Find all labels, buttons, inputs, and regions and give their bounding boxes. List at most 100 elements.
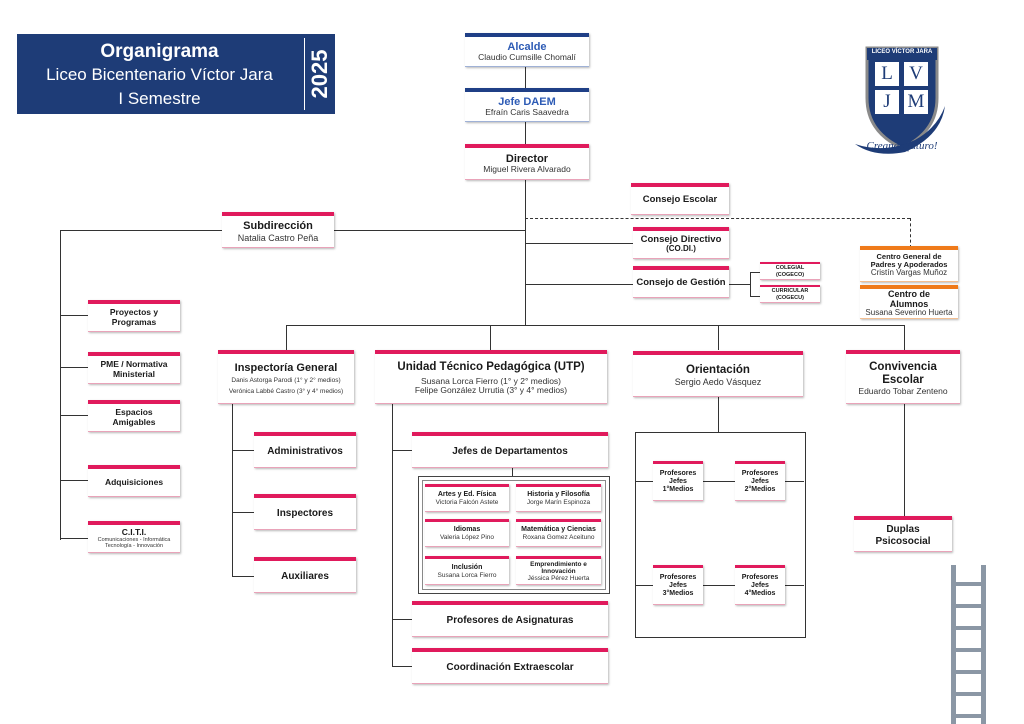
- pj-3[interactable]: Profesores Jefes 3°Medios: [653, 565, 703, 605]
- node-title: Alcalde: [507, 40, 547, 53]
- school-logo: LICEO VÍCTOR JARA L V J M Creando futuro…: [845, 40, 975, 160]
- school-name: Liceo Bicentenario Víctor Jara: [46, 65, 273, 84]
- node-title: CURRICULAR: [771, 288, 809, 295]
- pj-1[interactable]: Profesores Jefes 1°Medios: [653, 461, 703, 501]
- node-jefes-depto[interactable]: Jefes de Departamentos: [412, 432, 608, 468]
- line-pj-1-2: [703, 481, 735, 482]
- node-cogecu[interactable]: CURRICULAR (COGECU): [760, 285, 820, 303]
- node-title: Centro General de Padres y Apoderados: [870, 251, 948, 270]
- dept-inclusion[interactable]: Inclusión Susana Lorca Fierro: [425, 556, 509, 585]
- node-pme[interactable]: PME / Normativa Ministerial: [88, 352, 180, 384]
- node-consejo-escolar[interactable]: Consejo Escolar: [631, 183, 729, 215]
- node-person-1: Danis Astorga Parodi (1° y 2° medios): [231, 377, 341, 385]
- node-person: Cristín Vargas Muñoz: [870, 268, 948, 278]
- dash-consejo-v: [910, 218, 911, 248]
- node-subdireccion[interactable]: Subdirección Natalia Castro Peña: [222, 212, 334, 248]
- line-pj-left: [635, 481, 653, 482]
- node-utp[interactable]: Unidad Técnico Pedagógica (UTP) Susana L…: [375, 350, 607, 404]
- node-person: Claudio Cumsille Chomalí: [478, 51, 576, 62]
- pj-level: 1°Medios: [662, 485, 694, 493]
- node-title: Proyectos y Programas: [109, 306, 159, 327]
- node-cogeco[interactable]: COLEGIAL (COGECO): [760, 262, 820, 280]
- node-title: Orientación: [686, 364, 750, 377]
- title-banner: Organigrama Liceo Bicentenario Víctor Ja…: [17, 34, 335, 114]
- ladder-rung: [956, 714, 981, 718]
- node-title: Auxiliares: [281, 570, 329, 582]
- line-utp-spine: [392, 404, 393, 666]
- dept-matematica[interactable]: Matemática y Ciencias Roxana Gomez Aceit…: [516, 519, 601, 547]
- pj-4[interactable]: Profesores Jefes 4°Medios: [735, 565, 785, 605]
- line-conv-v: [904, 404, 905, 516]
- node-inspectoria[interactable]: Inspectoría General Danis Astorga Parodi…: [218, 350, 354, 404]
- dept-emprendimiento[interactable]: Emprendimiento e Innovación Jéssica Pére…: [516, 556, 601, 585]
- node-person: Eduardo Tobar Zenteno: [858, 385, 948, 396]
- line-pj-left2: [635, 585, 653, 586]
- line-left-spine: [60, 230, 61, 540]
- node-centro-alumnos[interactable]: Centro de Alumnos Susana Severino Huerta: [860, 285, 958, 319]
- ladder-rung: [956, 626, 981, 630]
- node-title: Duplas Psicosocial: [875, 524, 931, 547]
- dept-artes[interactable]: Artes y Ed. Física Victoria Falcón Astet…: [425, 484, 509, 512]
- node-director[interactable]: Director Miguel Rivera Alvarado: [465, 144, 589, 180]
- line-inspectores: [232, 512, 254, 513]
- line-auxiliares: [232, 576, 254, 577]
- node-consejo-gestion[interactable]: Consejo de Gestión: [633, 266, 729, 298]
- node-jefe-daem[interactable]: Jefe DAEM Efraín Caris Saavedra: [465, 88, 589, 122]
- node-inspectores[interactable]: Inspectores: [254, 494, 356, 530]
- logo-ring-text: LICEO VÍCTOR JARA: [871, 49, 933, 55]
- shield-icon: [855, 46, 945, 154]
- node-coord-extraescolar[interactable]: Coordinación Extraescolar: [412, 648, 608, 684]
- node-title: Director: [505, 152, 549, 165]
- line-pj-3-4: [703, 585, 735, 586]
- line-top-spine: [525, 65, 526, 325]
- node-cgpa[interactable]: Centro General de Padres y Apoderados Cr…: [860, 246, 958, 282]
- ladder-rung: [956, 692, 981, 696]
- logo-letter-m: M: [907, 91, 925, 112]
- node-proyectos[interactable]: Proyectos y Programas: [88, 300, 180, 332]
- node-convivencia[interactable]: Convivencia Escolar Eduardo Tobar Zenten…: [846, 350, 960, 404]
- line-orient-v: [718, 397, 719, 432]
- dept-idiomas[interactable]: Idiomas Valeria López Pino: [425, 519, 509, 547]
- line-esp: [60, 415, 88, 416]
- node-duplas[interactable]: Duplas Psicosocial: [854, 516, 952, 552]
- dept-person: Susana Lorca Fierro: [437, 571, 497, 579]
- line-drop-insp: [286, 325, 287, 350]
- dept-person: Victoria Falcón Astete: [435, 499, 499, 507]
- node-espacios[interactable]: Espacios Amigables: [88, 400, 180, 432]
- dept-historia[interactable]: Historia y Filosofía Jorge Marín Espinoz…: [516, 484, 601, 512]
- line-cogecu: [750, 296, 760, 297]
- node-title: Inspectoría General: [234, 362, 338, 375]
- node-auxiliares[interactable]: Auxiliares: [254, 557, 356, 593]
- year-label: 2025: [307, 49, 332, 99]
- logo-letter-j: J: [883, 91, 891, 112]
- node-alcalde[interactable]: Alcalde Claudio Cumsille Chomalí: [465, 33, 589, 67]
- pj-2[interactable]: Profesores Jefes 2°Medios: [735, 461, 785, 501]
- line-gestion-right: [728, 284, 750, 285]
- pj-level: 3°Medios: [662, 589, 694, 597]
- dept-title: Idiomas: [453, 526, 481, 534]
- node-title: Consejo de Gestión: [636, 277, 726, 289]
- dept-person: Valeria López Pino: [439, 534, 495, 542]
- node-citi[interactable]: C.I.T.I. Comunicaciones - Informática Te…: [88, 521, 180, 553]
- node-orientacion[interactable]: Orientación Sergio Aedo Vásquez: [633, 351, 803, 397]
- node-person-2: Felipe González Urrutia (3° y 4° medios): [414, 385, 568, 396]
- node-person: Efraín Caris Saavedra: [485, 106, 569, 117]
- pj-level: 4°Medios: [744, 589, 776, 597]
- dept-title: Matemática y Ciencias: [521, 526, 596, 534]
- node-title: COLEGIAL (COGECO): [775, 265, 805, 278]
- ladder-rung: [956, 582, 981, 586]
- node-profesores-asignaturas[interactable]: Profesores de Asignaturas: [412, 601, 608, 637]
- pj-level: 2°Medios: [744, 485, 776, 493]
- line-coord: [392, 666, 412, 667]
- node-administrativos[interactable]: Administrativos: [254, 432, 356, 468]
- node-person: Natalia Castro Peña: [237, 232, 319, 243]
- node-title: Consejo Directivo: [640, 233, 722, 245]
- node-codi[interactable]: Consejo Directivo (CO.DI.): [633, 227, 729, 259]
- node-title: Inspectores: [276, 507, 334, 519]
- line-gestion-bracket: [750, 272, 751, 296]
- node-adquisiciones[interactable]: Adquisiciones: [88, 465, 180, 497]
- ladder-rail-left: [951, 565, 956, 724]
- dept-title: Historia y Filosofía: [527, 491, 590, 499]
- node-title: Subdirección: [243, 220, 313, 233]
- node-title: Administrativos: [267, 445, 343, 457]
